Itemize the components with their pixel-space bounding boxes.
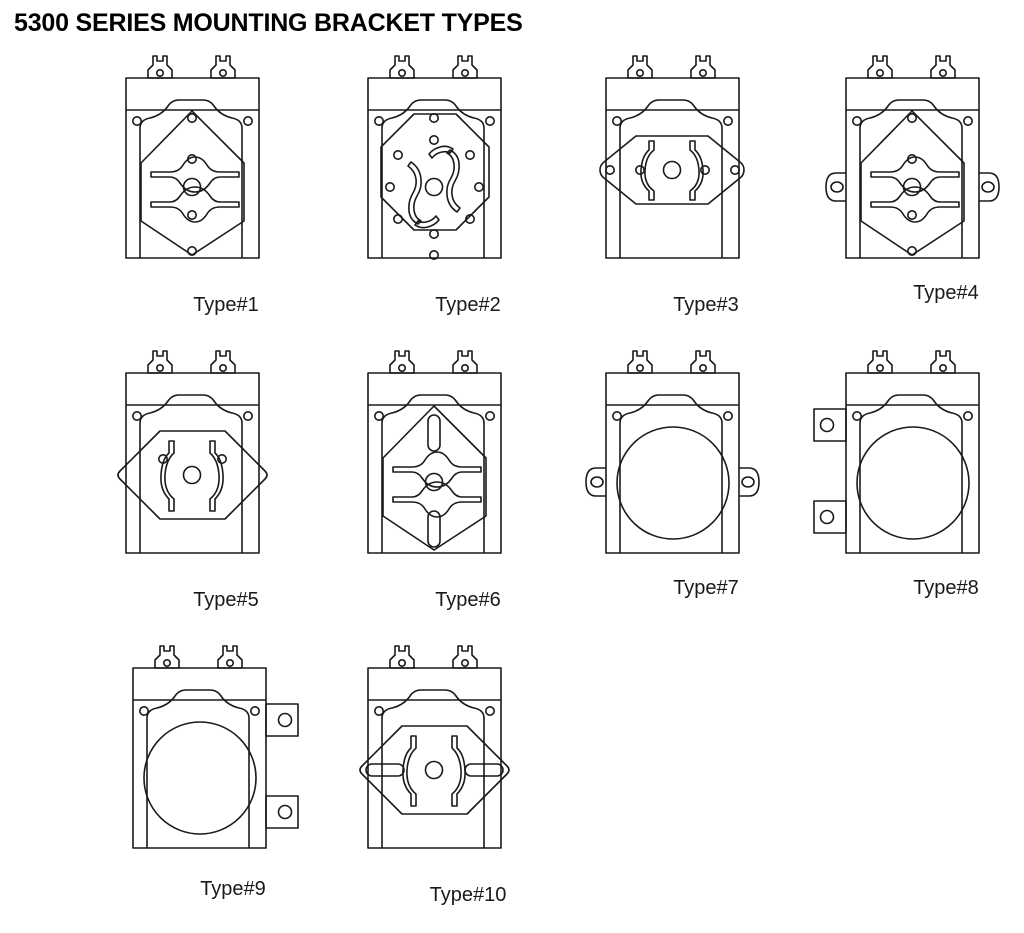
bracket-item-type-5[interactable]: Type#5 xyxy=(98,343,354,638)
bracket-item-type-10[interactable]: Type#10 xyxy=(340,638,596,933)
bracket-row: Type#1 xyxy=(0,48,1024,343)
bracket-drawing-type-4 xyxy=(818,48,1024,288)
bracket-row: Type#5 xyxy=(0,343,1024,638)
bracket-drawing-type-10 xyxy=(340,638,596,878)
bracket-drawing-type-3 xyxy=(578,48,834,288)
bracket-drawing-type-9 xyxy=(105,638,361,878)
bracket-label-type-5: Type#5 xyxy=(193,589,259,611)
bracket-drawing-type-7 xyxy=(578,343,834,583)
bracket-row: Type#9 xyxy=(0,638,1024,933)
bracket-grid: Type#1 xyxy=(0,48,1024,933)
bracket-drawing-type-1 xyxy=(98,48,354,288)
bracket-drawing-type-2 xyxy=(340,48,596,288)
bracket-drawing-type-5 xyxy=(98,343,354,583)
bracket-item-type-9[interactable]: Type#9 xyxy=(105,638,361,933)
bracket-label-type-10: Type#10 xyxy=(429,884,507,906)
bracket-label-type-8: Type#8 xyxy=(913,577,979,599)
bracket-item-type-2[interactable]: Type#2 xyxy=(340,48,596,343)
bracket-item-type-4[interactable]: Type#4 xyxy=(818,48,1024,343)
bracket-label-type-3: Type#3 xyxy=(673,294,739,316)
bracket-item-type-1[interactable]: Type#1 xyxy=(98,48,354,343)
page-title: 5300 SERIES MOUNTING BRACKET TYPES xyxy=(14,9,523,37)
bracket-label-type-1: Type#1 xyxy=(193,294,259,316)
bracket-label-type-2: Type#2 xyxy=(435,294,501,316)
bracket-item-type-6[interactable]: Type#6 xyxy=(340,343,596,638)
bracket-label-type-9: Type#9 xyxy=(200,878,266,900)
bracket-drawing-type-8 xyxy=(813,343,1024,583)
bracket-drawing-type-6 xyxy=(340,343,596,583)
bracket-item-type-8[interactable]: Type#8 xyxy=(813,343,1024,638)
bracket-label-type-4: Type#4 xyxy=(913,282,979,304)
bracket-item-type-7[interactable]: Type#7 xyxy=(578,343,834,638)
bracket-label-type-6: Type#6 xyxy=(435,589,501,611)
bracket-label-type-7: Type#7 xyxy=(673,577,739,599)
bracket-item-type-3[interactable]: Type#3 xyxy=(578,48,834,343)
